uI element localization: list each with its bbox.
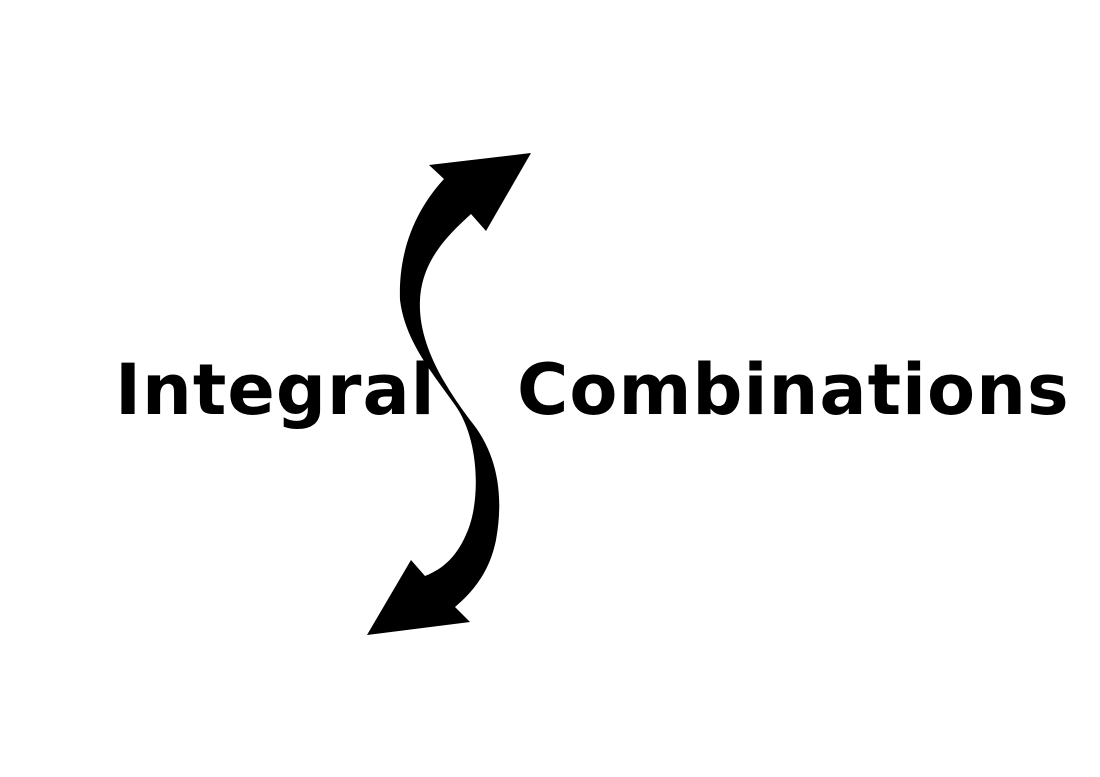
s-curve-arrow-body: [367, 153, 531, 635]
logo-word-combinations: Combinations: [517, 349, 1070, 431]
logo-word-integral: Integral: [115, 349, 436, 431]
